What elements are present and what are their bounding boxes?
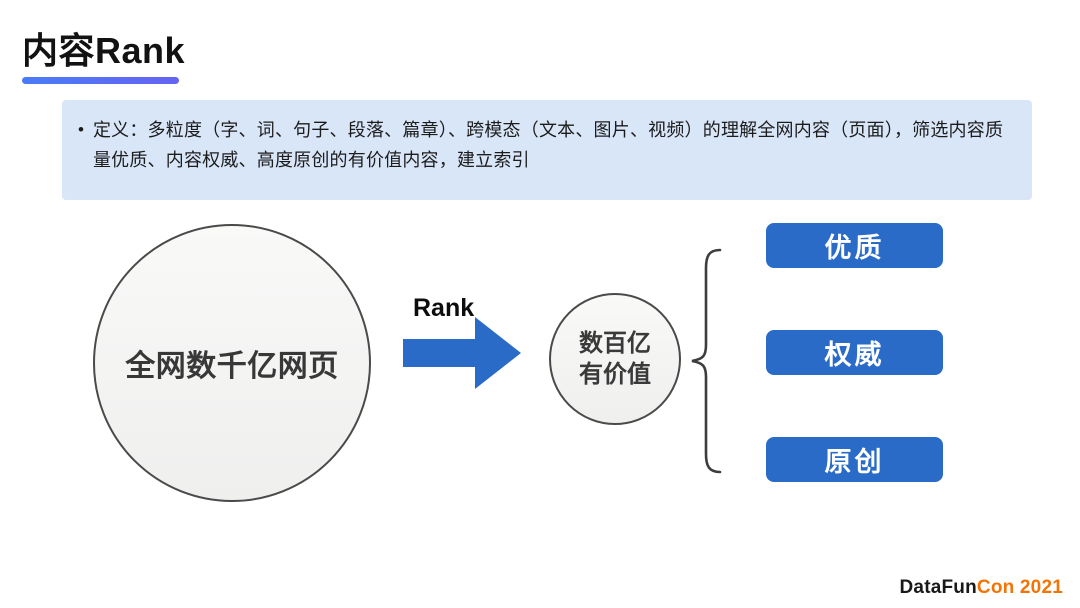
source-circle: 全网数千亿网页 — [93, 224, 371, 502]
result-circle-label: 数百亿 有价值 — [579, 328, 651, 390]
definition-text: 定义：多粒度（字、词、句子、段落、篇章）、跨模态（文本、图片、视频）的理解全网内… — [92, 120, 1004, 170]
definition-callout: • 定义：多粒度（字、词、句子、段落、篇章）、跨模态（文本、图片、视频）的理解全… — [62, 100, 1032, 200]
bullet-icon: • — [78, 120, 84, 139]
brand-logo: DataFunCon 2021 — [900, 577, 1064, 599]
arrow-label: Rank — [413, 294, 475, 322]
curly-brace-icon — [691, 248, 722, 474]
outcome-pill-authority: 权威 — [766, 330, 943, 375]
page-title: 内容Rank — [22, 30, 186, 71]
result-circle-line2: 有价值 — [579, 361, 651, 388]
source-circle-label: 全网数千亿网页 — [125, 350, 339, 383]
brand-logo-orange-part: Con 2021 — [976, 577, 1063, 598]
right-arrow-icon — [403, 317, 521, 389]
outcome-pill-original: 原创 — [766, 437, 943, 482]
result-circle-line1: 数百亿 — [579, 330, 651, 357]
brand-logo-black-part: DataFun — [899, 577, 977, 598]
outcome-pill-quality: 优质 — [766, 223, 943, 268]
title-underline — [22, 77, 179, 84]
result-circle: 数百亿 有价值 — [549, 293, 681, 425]
